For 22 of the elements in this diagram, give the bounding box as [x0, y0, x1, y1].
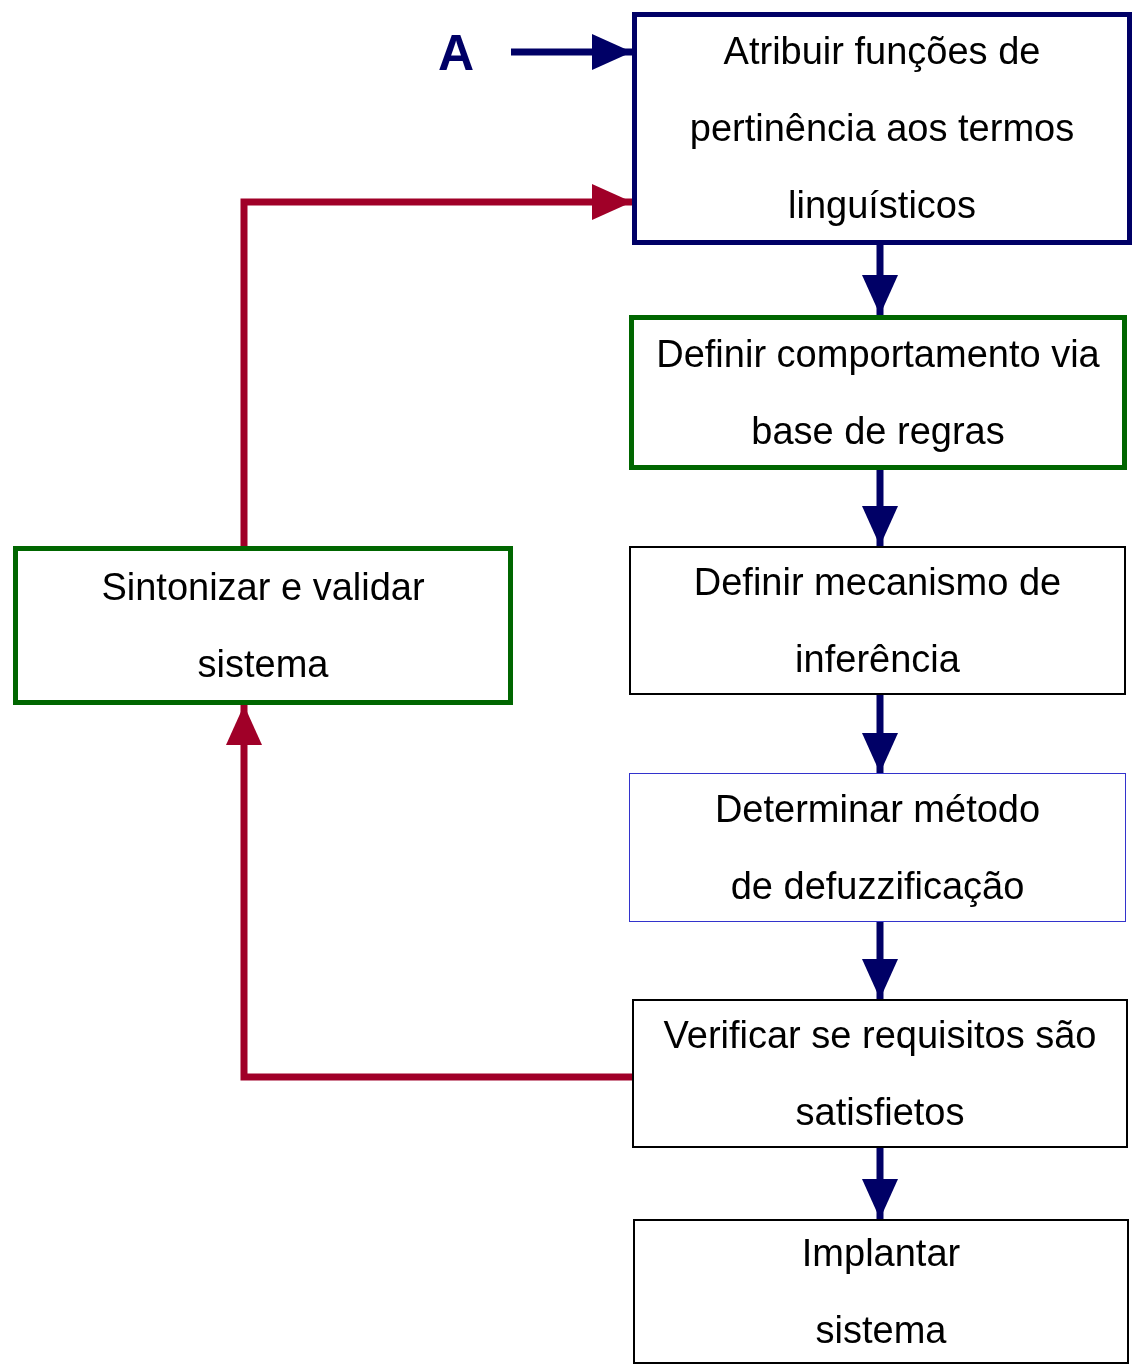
arrow	[862, 922, 898, 999]
step-text: Definir mecanismo de inferência	[692, 559, 1063, 682]
step-text: Implantar sistema	[800, 1230, 962, 1353]
step-text: Verificar se requisitos são satisfietos	[662, 1012, 1098, 1135]
process-box	[629, 315, 1127, 470]
step-text: Definir comportamento via base de regras	[655, 331, 1101, 454]
process-box	[632, 12, 1132, 245]
arrow	[862, 695, 898, 773]
arrow	[240, 184, 632, 546]
step-text: Determinar método de defuzzificação	[713, 786, 1042, 909]
arrow	[226, 705, 632, 1081]
step-text: Atribuir funções de pertinência aos termos linguísticos	[688, 29, 1076, 228]
arrow	[862, 470, 898, 546]
arrow	[862, 245, 898, 315]
step-text: Sintonizar e validar sistema	[100, 564, 426, 687]
process-box	[632, 999, 1128, 1148]
process-box	[629, 773, 1126, 922]
arrow	[862, 1148, 898, 1219]
process-box	[633, 1219, 1129, 1364]
process-box	[13, 546, 513, 705]
process-box	[629, 546, 1126, 695]
start-label: A	[437, 24, 475, 83]
